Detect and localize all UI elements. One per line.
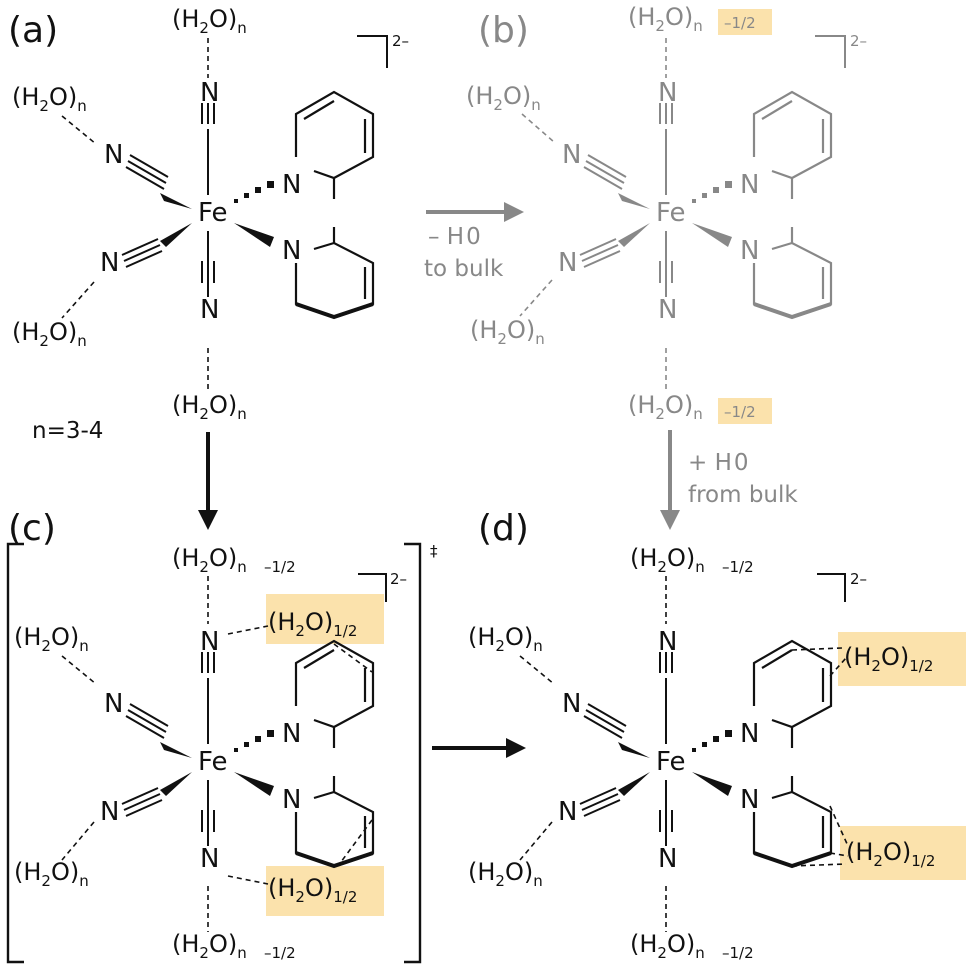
water-shell-label: (H2O)n (630, 544, 705, 576)
water-shell-label: (H2O)1/2 (844, 643, 933, 675)
arrow-a-to-c (198, 432, 218, 530)
water-shell-label: (H2O)n (172, 5, 247, 37)
water-fraction-label: –1/2 (724, 14, 756, 32)
highlight-b-bottom (718, 398, 772, 424)
arrow-c-to-d (432, 738, 526, 758)
panel-c-label: (c) (8, 508, 56, 549)
panel-b: (b) 2– (H2O)n –1/2 (H2O)n (H2O)n (H2O)n … (466, 3, 867, 424)
water-shell-label: (H2O)1/2 (846, 838, 935, 870)
panel-d: (d) 2– (H2O)n –1/2 (H2O)n (H2O)1/2 (H2O)… (468, 508, 966, 962)
water-shell-label: (H2O)n (172, 391, 247, 423)
water-shell-label: (H2O)n (172, 930, 247, 962)
water-shell-label: (H2O)n (12, 318, 87, 350)
water-shell-label: (H2O)1/2 (268, 608, 357, 640)
panel-a-label: (a) (8, 10, 58, 51)
ts-symbol: ‡ (430, 542, 438, 560)
water-fraction-label: –1/2 (722, 944, 754, 962)
water-fraction-label: –1/2 (722, 558, 754, 576)
water-shell-label: (H2O)n (468, 623, 543, 655)
panel-b-label: (b) (478, 10, 529, 51)
panel-d-charge: 2– (850, 570, 867, 588)
panel-a-charge: 2– (392, 32, 409, 50)
arrow-b-to-d: + H0 from bulk (660, 430, 798, 530)
svg-text:– H0: – H0 (428, 224, 481, 250)
highlight-c-upper (266, 594, 384, 644)
highlight-d-lower (840, 826, 966, 880)
water-shell-label: (H2O)1/2 (268, 874, 357, 906)
from-bulk-note: from bulk (688, 482, 798, 508)
arrow-a-to-b: – H0 to bulk (424, 202, 524, 282)
water-shell-label: (H2O)n (468, 858, 543, 890)
water-fraction-label: –1/2 (264, 944, 296, 962)
water-shell-label: (H2O)n (14, 623, 89, 655)
svg-text:+ H0: + H0 (688, 450, 749, 476)
highlight-c-lower (266, 866, 384, 916)
water-shell-label: (H2O)n (630, 930, 705, 962)
n-range-note: n=3-4 (32, 418, 103, 444)
highlight-b-top (718, 9, 772, 35)
water-shell-label: (H2O)n (628, 3, 703, 35)
water-fraction-label: –1/2 (264, 558, 296, 576)
water-shell-label: (H2O)n (470, 316, 545, 348)
water-fraction-label: –1/2 (724, 403, 756, 421)
water-shell-label: (H2O)n (628, 391, 703, 423)
water-shell-label: (H2O)n (466, 82, 541, 114)
panel-c-charge: 2– (390, 570, 407, 588)
water-shell-label: (H2O)n (14, 858, 89, 890)
panel-a: (a) 2– (H2O)n (H2O)n (H2O)n (H2O)n n=3-4 (8, 5, 409, 444)
highlight-d-upper (838, 632, 966, 686)
water-shell-label: (H2O)n (12, 83, 87, 115)
panel-c: (c) ‡ 2– (H2O)n –1/2 (H2O)1/2 (H2O)n (H2… (6, 508, 438, 964)
to-bulk-note: to bulk (424, 256, 504, 282)
water-shell-label: (H2O)n (172, 544, 247, 576)
panel-b-charge: 2– (850, 32, 867, 50)
panel-d-label: (d) (478, 508, 529, 549)
